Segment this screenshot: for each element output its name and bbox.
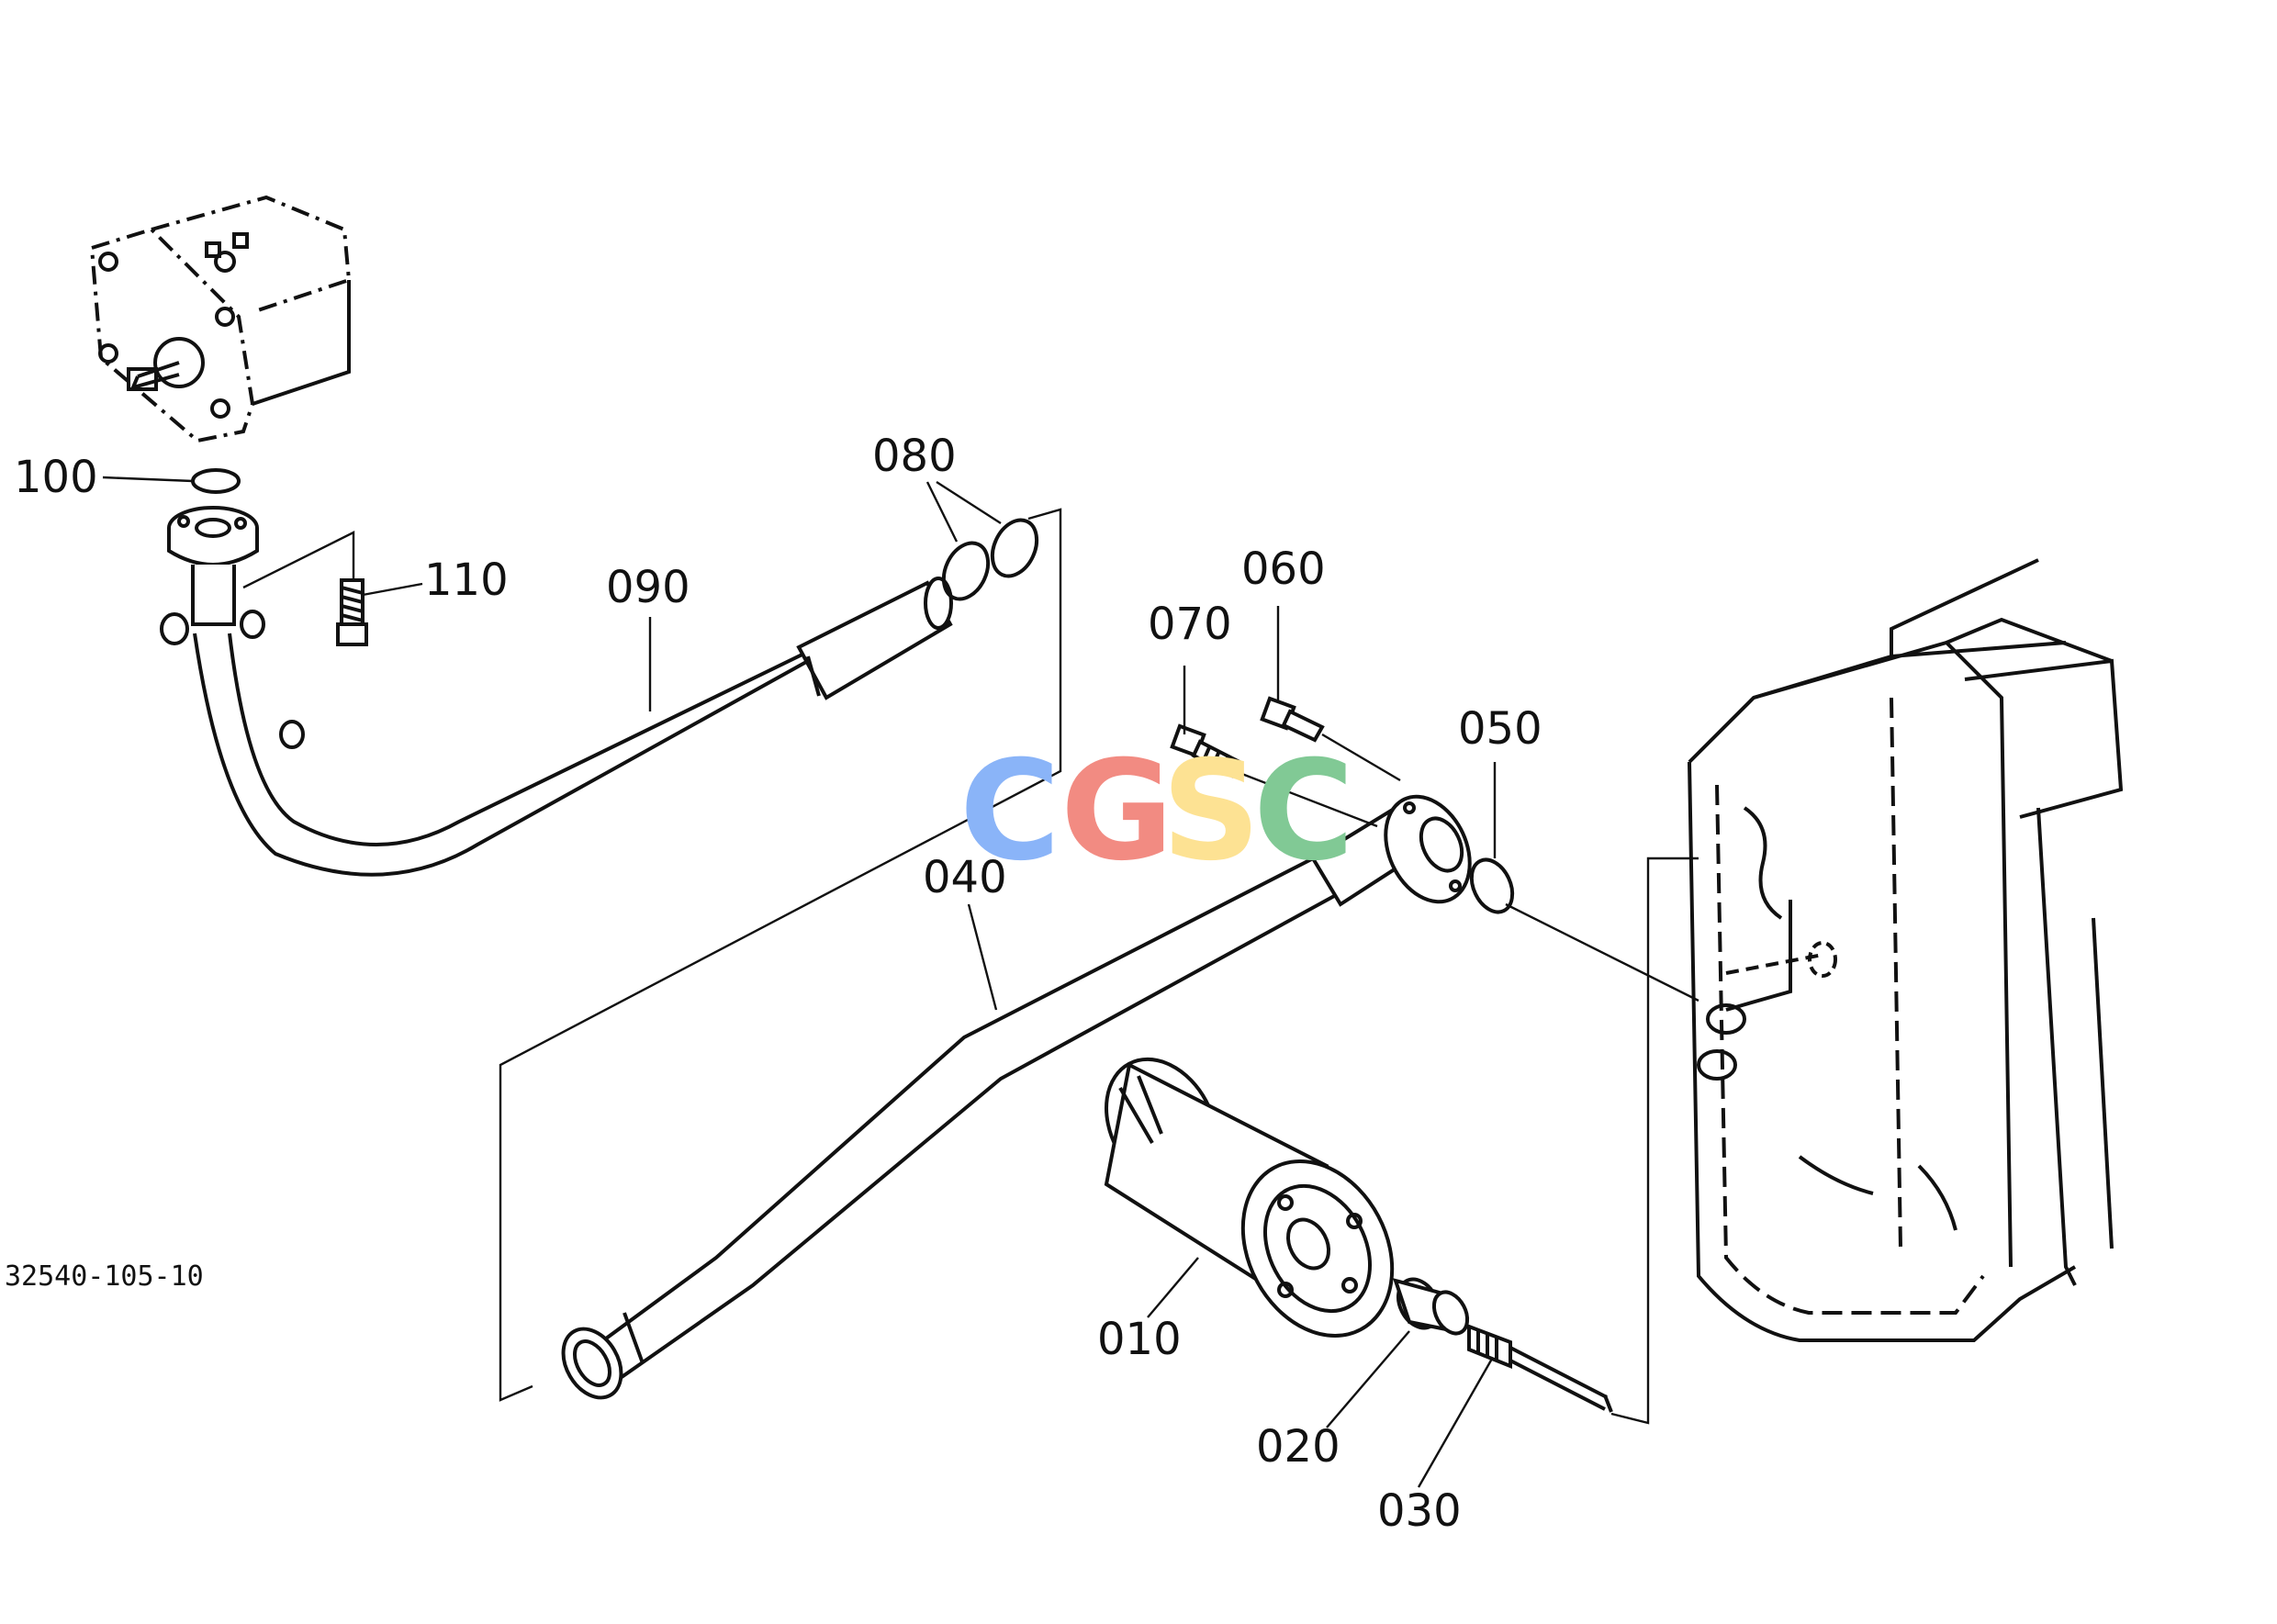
callout-080: 080 xyxy=(872,431,957,482)
bolt-110 xyxy=(336,578,368,646)
watermark-logo: C G S C xyxy=(959,732,1354,891)
transmission-housing xyxy=(1688,558,2124,1342)
callout-050: 050 xyxy=(1458,703,1542,755)
o-ring-100 xyxy=(191,468,241,494)
watermark-letter-2: G xyxy=(1060,732,1173,891)
flange-fitting xyxy=(1384,794,1472,904)
hydraulic-pump xyxy=(89,195,352,443)
bypass-valve-030 xyxy=(1467,1324,1613,1413)
tee-flange-fitting xyxy=(160,506,265,645)
watermark-letter-3: S xyxy=(1161,732,1261,891)
o-ring-080-b xyxy=(990,518,1039,578)
bolt-060 xyxy=(1260,696,1325,743)
callout-010: 010 xyxy=(1097,1314,1182,1365)
callout-040: 040 xyxy=(923,852,1007,903)
callout-070: 070 xyxy=(1148,599,1232,650)
callout-100: 100 xyxy=(14,452,98,503)
callout-060: 060 xyxy=(1241,543,1326,595)
callout-110: 110 xyxy=(424,554,509,606)
callout-020: 020 xyxy=(1256,1421,1340,1473)
callout-030: 030 xyxy=(1377,1485,1462,1537)
oil-filter-010 xyxy=(1104,1057,1395,1338)
watermark-letter-1: C xyxy=(959,732,1060,891)
o-ring-050 xyxy=(1469,857,1515,914)
drawing-code: 32540-105-10 xyxy=(5,1260,204,1293)
pipe-090 xyxy=(193,577,953,877)
bolt-070 xyxy=(1170,723,1242,778)
nipple-020 xyxy=(1392,1277,1470,1336)
watermark-letter-4: C xyxy=(1253,732,1354,891)
callout-090: 090 xyxy=(606,562,690,613)
leader-lines xyxy=(102,476,1699,1488)
o-ring-080-a xyxy=(941,541,991,601)
